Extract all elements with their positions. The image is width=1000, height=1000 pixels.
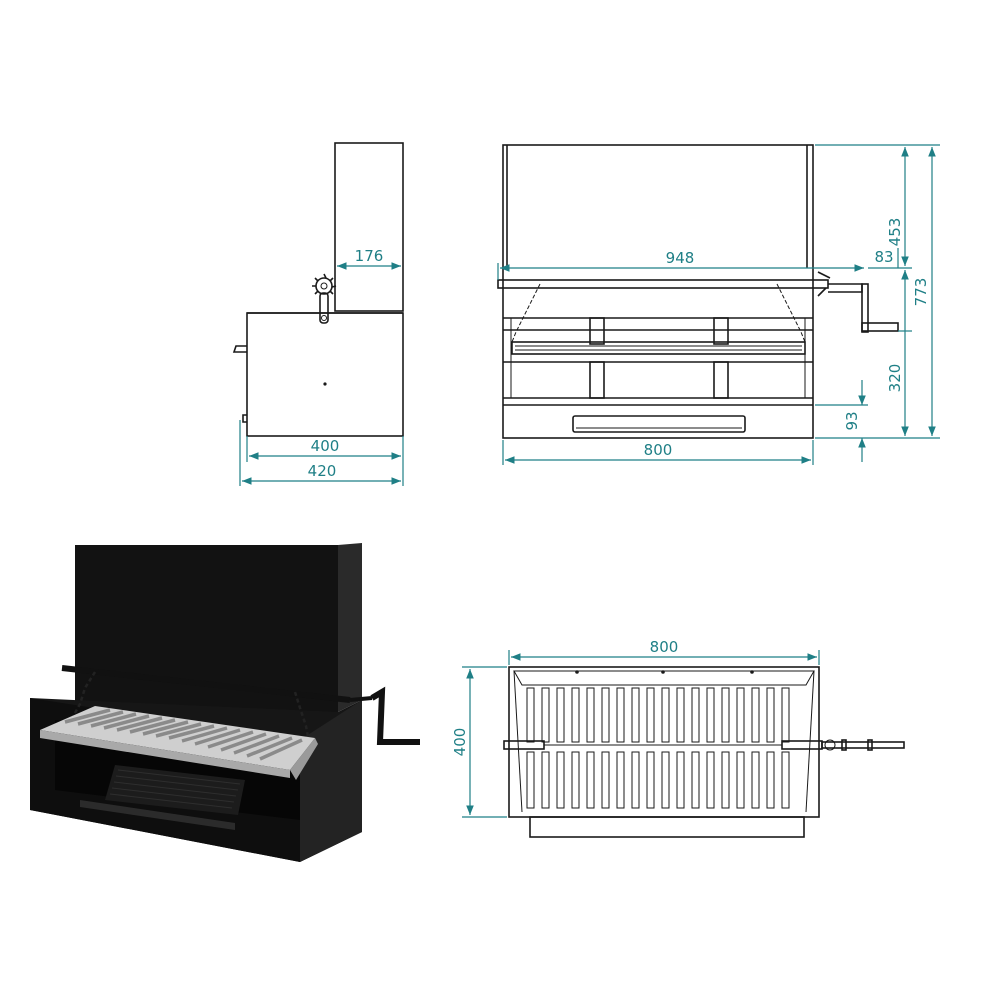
gear-icon xyxy=(312,273,337,324)
dim-front-948: 948 xyxy=(666,249,695,267)
side-view: 176 400 420 xyxy=(232,142,404,486)
top-grill-bars xyxy=(526,687,790,809)
dim-side-400: 400 xyxy=(311,437,340,455)
top-front-tray xyxy=(529,816,805,838)
dim-side-420: 420 xyxy=(308,462,337,480)
dim-front-83: 83 xyxy=(874,248,893,266)
top-view: 800 400 xyxy=(451,638,905,838)
dim-side-176: 176 xyxy=(355,247,384,265)
dim-top-800: 800 xyxy=(650,638,679,656)
bbq-3d-render xyxy=(30,543,420,862)
side-body xyxy=(246,312,404,437)
dim-front-93: 93 xyxy=(843,411,861,430)
dim-top-400: 400 xyxy=(451,728,469,757)
dim-front-773: 773 xyxy=(912,278,930,307)
front-crank-handle xyxy=(861,322,899,332)
side-handle xyxy=(232,345,247,353)
dim-front-800: 800 xyxy=(644,441,673,459)
front-outline xyxy=(502,144,814,439)
render-crank xyxy=(370,686,420,745)
front-drawer-handle xyxy=(572,415,746,433)
render-spit-rod xyxy=(61,665,351,703)
top-crank-rod xyxy=(821,741,905,749)
dim-front-320: 320 xyxy=(886,364,904,393)
side-pivot-dot xyxy=(323,382,327,386)
render-hood-back xyxy=(75,545,338,712)
side-hood-panel xyxy=(334,142,404,312)
dim-front-453: 453 xyxy=(886,218,904,247)
front-view: 948 800 453 83 773 320 93 xyxy=(497,144,940,465)
render-drawer-handle xyxy=(80,800,235,830)
front-grill xyxy=(511,341,806,355)
